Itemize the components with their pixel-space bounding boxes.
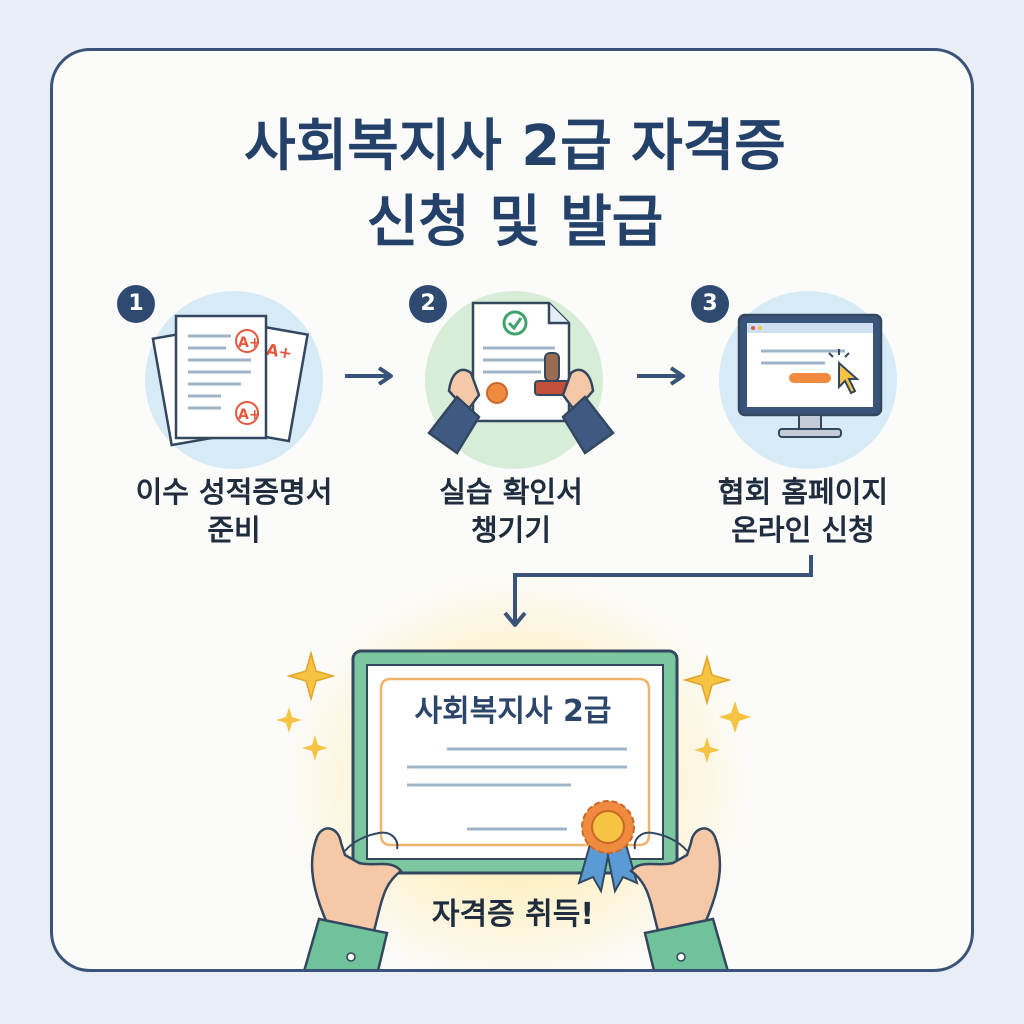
infographic-card: 사회복지사 2급 자격증 신청 및 발급 1 A+ A+ A+ 이수 성적증명서… — [50, 48, 974, 972]
certificate-title: 사회복지사 2급 — [414, 694, 612, 729]
step-1-number: 1 — [117, 285, 155, 323]
page-title: 사회복지사 2급 자격증 신청 및 발급 — [53, 109, 971, 261]
connector-arrow — [503, 555, 813, 627]
grade-badge-3: A+ — [265, 340, 294, 363]
grade-badge-2: A+ — [238, 407, 261, 423]
certificate-caption: 자격증 취득! — [431, 897, 595, 932]
grade-badge-1: A+ — [238, 335, 261, 351]
transcript-documents-icon: A+ A+ A+ — [151, 314, 310, 447]
step-3-label-line-2: 온라인 신청 — [731, 513, 875, 547]
step-2-number: 2 — [409, 285, 447, 323]
hand-left-icon — [303, 827, 403, 969]
title-line-1: 사회복지사 2급 자격증 — [244, 114, 786, 179]
step-3-label: 협회 홈페이지 온라인 신청 — [673, 473, 933, 549]
computer-monitor-icon — [737, 313, 883, 438]
step-1-label-line-2: 준비 — [207, 513, 261, 547]
arrow-right-icon — [345, 366, 393, 386]
step-3-number: 3 — [691, 285, 729, 323]
step-1-label-line-1: 이수 성적증명서 — [135, 475, 333, 509]
step-3-label-line-1: 협회 홈페이지 — [717, 475, 889, 509]
step-2-label-line-2: 챙기기 — [470, 513, 552, 547]
title-line-2: 신청 및 발급 — [366, 190, 664, 255]
stamped-certificate-icon — [427, 301, 615, 455]
step-2-label: 실습 확인서 챙기기 — [381, 473, 641, 549]
step-1-label: 이수 성적증명서 준비 — [104, 473, 364, 549]
arrow-right-icon — [637, 366, 685, 386]
step-2-label-line-1: 실습 확인서 — [439, 475, 583, 509]
hand-right-icon — [629, 827, 729, 969]
award-ribbon-icon — [577, 800, 639, 894]
sparkles-right-icon — [682, 654, 751, 763]
sparkles-left-icon — [276, 650, 336, 761]
